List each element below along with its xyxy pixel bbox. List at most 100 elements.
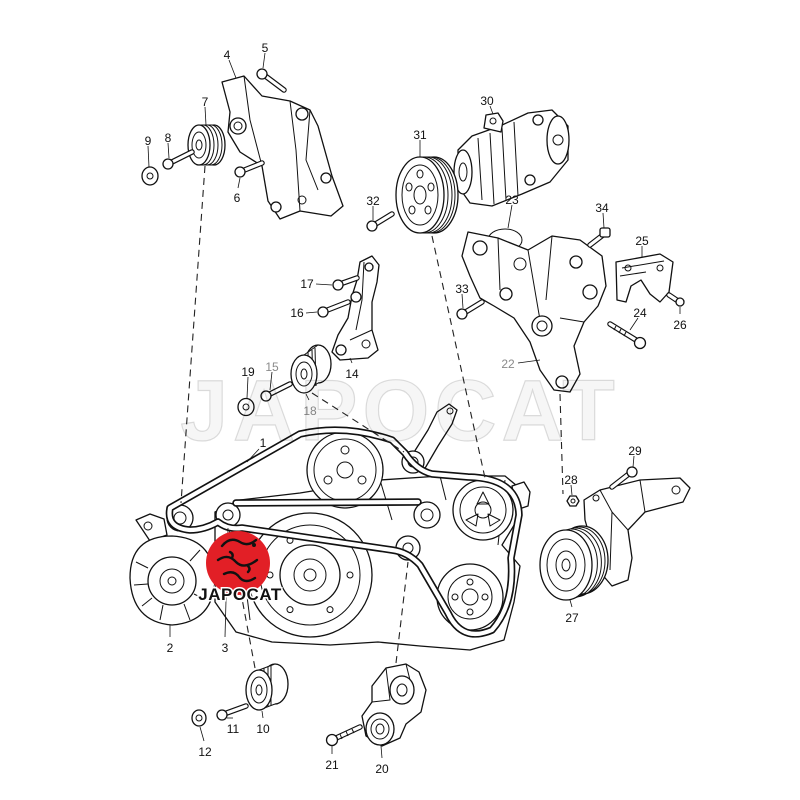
ac-compressor-shape [477,121,519,205]
washer-12-shape [191,709,207,727]
heat-shield-plate-25-shape [615,253,674,303]
bolt-21-shape [325,733,339,747]
leader-lines-shape [315,283,333,286]
leader-lines-shape [305,311,318,314]
ac-pulley-31-shape [424,205,432,215]
bolt-33-shape [456,308,468,320]
tensioner-bracket-shape [233,121,243,131]
heat-shield-plate-25-shape [624,264,632,272]
tensioner-20-shape [370,718,390,740]
bolt-34 [587,227,611,248]
lower-right-pulley-shape [447,574,493,620]
bolt-11-shape [216,709,228,721]
tensioner-20-shape [389,675,415,705]
callout-22: 22 [501,357,515,371]
tensioner-arm-shape [446,407,454,415]
idler-pulley-7-shape [191,131,207,159]
idler-pulley-10-shape [255,684,263,696]
callout-5: 5 [262,41,269,55]
nut-28-shape [570,498,576,504]
tensioner-bracket-shape [295,107,309,121]
bolt-15-shape [266,382,292,397]
callout-19: 19 [241,365,255,379]
bolt-8 [162,149,195,170]
bolt-5-shape [262,73,286,92]
bolt-6-shape [240,161,264,173]
callouts: 1 2 3 4 5 6 7 8 9 10 11 12 14 15 16 17 1… [145,41,687,776]
fan-pulley-shape [357,475,367,485]
ac-pulley-31-shape [423,156,456,234]
pulley-bracket-29-shape [671,485,681,495]
leader-lines-shape [237,177,241,189]
callout-8: 8 [165,131,172,145]
callout-34: 34 [595,201,609,215]
idler-pulley-10-shape [245,669,273,711]
tensioner-20-shape [375,723,385,735]
lower-right-pulley-shape [466,608,474,616]
logo-dragon-icon [216,538,259,583]
heat-shield-plate-25-shape [656,264,664,272]
bolt-16-shape [323,300,350,313]
tensioner-bracket-shape [221,75,344,220]
lower-right-pulley-shape [466,578,474,586]
callout-9: 9 [145,134,152,148]
idler-bracket-14 [331,255,380,361]
lower-right-pulley-shape [481,593,489,601]
bolt-5 [256,68,287,93]
bolt-8-shape [162,158,174,170]
bolt-29 [609,466,638,490]
poly-v-belt [165,426,523,638]
watermark-text: JAPOCAT [180,363,620,459]
callout-4: 4 [224,48,231,62]
bolt-21 [325,724,363,747]
ac-compressor-shape [524,174,536,186]
engine-idlers-shape [420,508,434,522]
ac-compressor [453,109,570,207]
callout-7: 7 [202,95,209,109]
idler-pulley-10-shape [250,676,268,704]
callout-6: 6 [234,191,241,205]
callout-14: 14 [345,367,359,381]
lower-right-pulley-shape [451,593,459,601]
callout-15: 15 [265,360,279,374]
bolt-6-shape [234,166,246,178]
callout-33: 33 [455,282,469,296]
assembly-lines-shape [559,393,564,495]
callout-1: 1 [260,436,267,450]
idler-pulley-7-shape [202,124,223,166]
tensioner-bracket [221,75,344,220]
callout-23: 23 [505,193,519,207]
crankshaft-pulley-shape [326,606,334,614]
pulley-27-shape [539,529,593,601]
ac-drive-pulley-shape [459,486,507,534]
leader-lines-shape [517,359,541,364]
compressor-bracket-22-shape [461,231,607,393]
ac-compressor-shape [458,162,468,182]
bolt-34-shape [599,227,611,238]
leader-lines-shape [632,455,635,468]
crankshaft-pulley-shape [279,544,341,606]
bolt-16 [317,299,351,318]
washer-9-shape [146,172,154,180]
ac-drive-pulley-shape [474,501,492,519]
callout-3: 3 [222,641,229,655]
tensioner-bracket-shape [320,172,332,184]
bolt-15 [260,381,293,402]
idler-pulley-7-shape [187,124,211,166]
poly-v-belt-shape [167,428,522,636]
callout-21: 21 [325,758,339,772]
washer-9-shape [141,166,159,186]
callout-26: 26 [673,318,687,332]
ac-compressor-shape [489,117,497,125]
pulley-27-shape [555,550,577,580]
leader-lines-shape [261,710,264,719]
pulley-27-shape [561,558,571,572]
compressor-bracket-22-shape [531,315,553,337]
ac-pulley-31-shape [405,182,413,192]
ac-pulley-31-shape [408,205,416,215]
idler-pulley-18-shape [290,354,318,394]
washer-19 [237,397,255,417]
tensioner-bracket-shape [297,195,307,205]
idler-pulley-18-shape [295,361,313,387]
